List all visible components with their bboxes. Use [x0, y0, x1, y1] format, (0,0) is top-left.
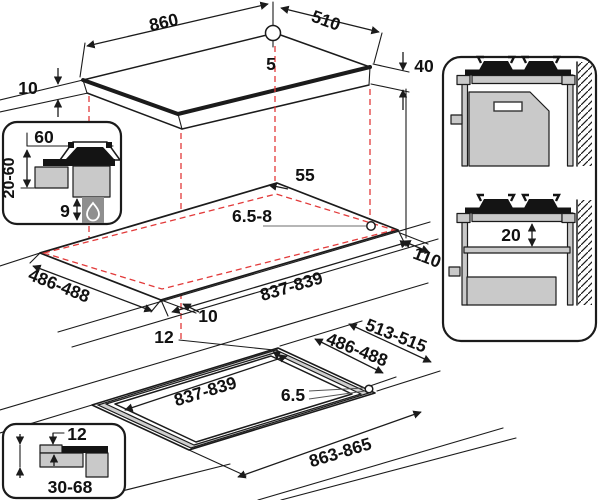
edge-profile-inset: [1, 422, 127, 500]
dim-step-12: 12: [67, 424, 87, 444]
lower-appliance: [466, 276, 557, 306]
wall-hatch: [578, 200, 592, 305]
dim-back-55: 55: [295, 165, 315, 185]
section-with-shelf: [448, 193, 592, 306]
dim-top-depth: 510: [309, 6, 344, 35]
fixing-hole: [366, 221, 376, 231]
dim-cut-depth: 486-488: [26, 264, 93, 306]
dim-gas-9: 9: [60, 201, 70, 221]
dim-burner-60: 60: [34, 127, 54, 147]
dim-side-110: 110: [410, 243, 444, 272]
oven-vent: [493, 101, 523, 112]
dim-thickness-30-68: 30-68: [48, 477, 93, 497]
dim-hole-5: 5: [266, 54, 276, 74]
dim-top-width: 860: [147, 9, 180, 35]
dim-front-12: 12: [154, 327, 174, 347]
dim-shelf-gap-20: 20: [501, 225, 521, 245]
dim-lip-10: 10: [18, 78, 38, 98]
dim-range-20-60: 20-60: [1, 157, 18, 198]
built-in-oven: [468, 91, 550, 167]
dim-front-10: 10: [198, 306, 218, 326]
flush-fixing-hole: [364, 384, 374, 394]
cutout-view: [0, 88, 439, 348]
hob-glass-edge: [62, 446, 108, 453]
shelf: [463, 246, 571, 254]
gas-supply-box: [82, 197, 104, 223]
top-view: [0, 1, 410, 130]
dim-hole-65-8: 6.5-8: [232, 206, 272, 226]
dim-flush-hole: 6.5: [281, 385, 306, 405]
dim-thickness-40: 40: [414, 56, 434, 76]
dim-flush-outer-length: 863-865: [307, 433, 375, 471]
wall-clearance-panel: [441, 55, 598, 343]
wall-hatch: [578, 62, 592, 166]
hob-surface: [43, 159, 115, 166]
section-above-oven: [450, 55, 592, 167]
gas-inlet-hole: [264, 24, 282, 42]
flush-view: [0, 282, 517, 500]
burner-section-inset: [1, 120, 123, 226]
dim-cut-length: 837-839: [258, 267, 326, 304]
flame-icon: [86, 201, 100, 222]
